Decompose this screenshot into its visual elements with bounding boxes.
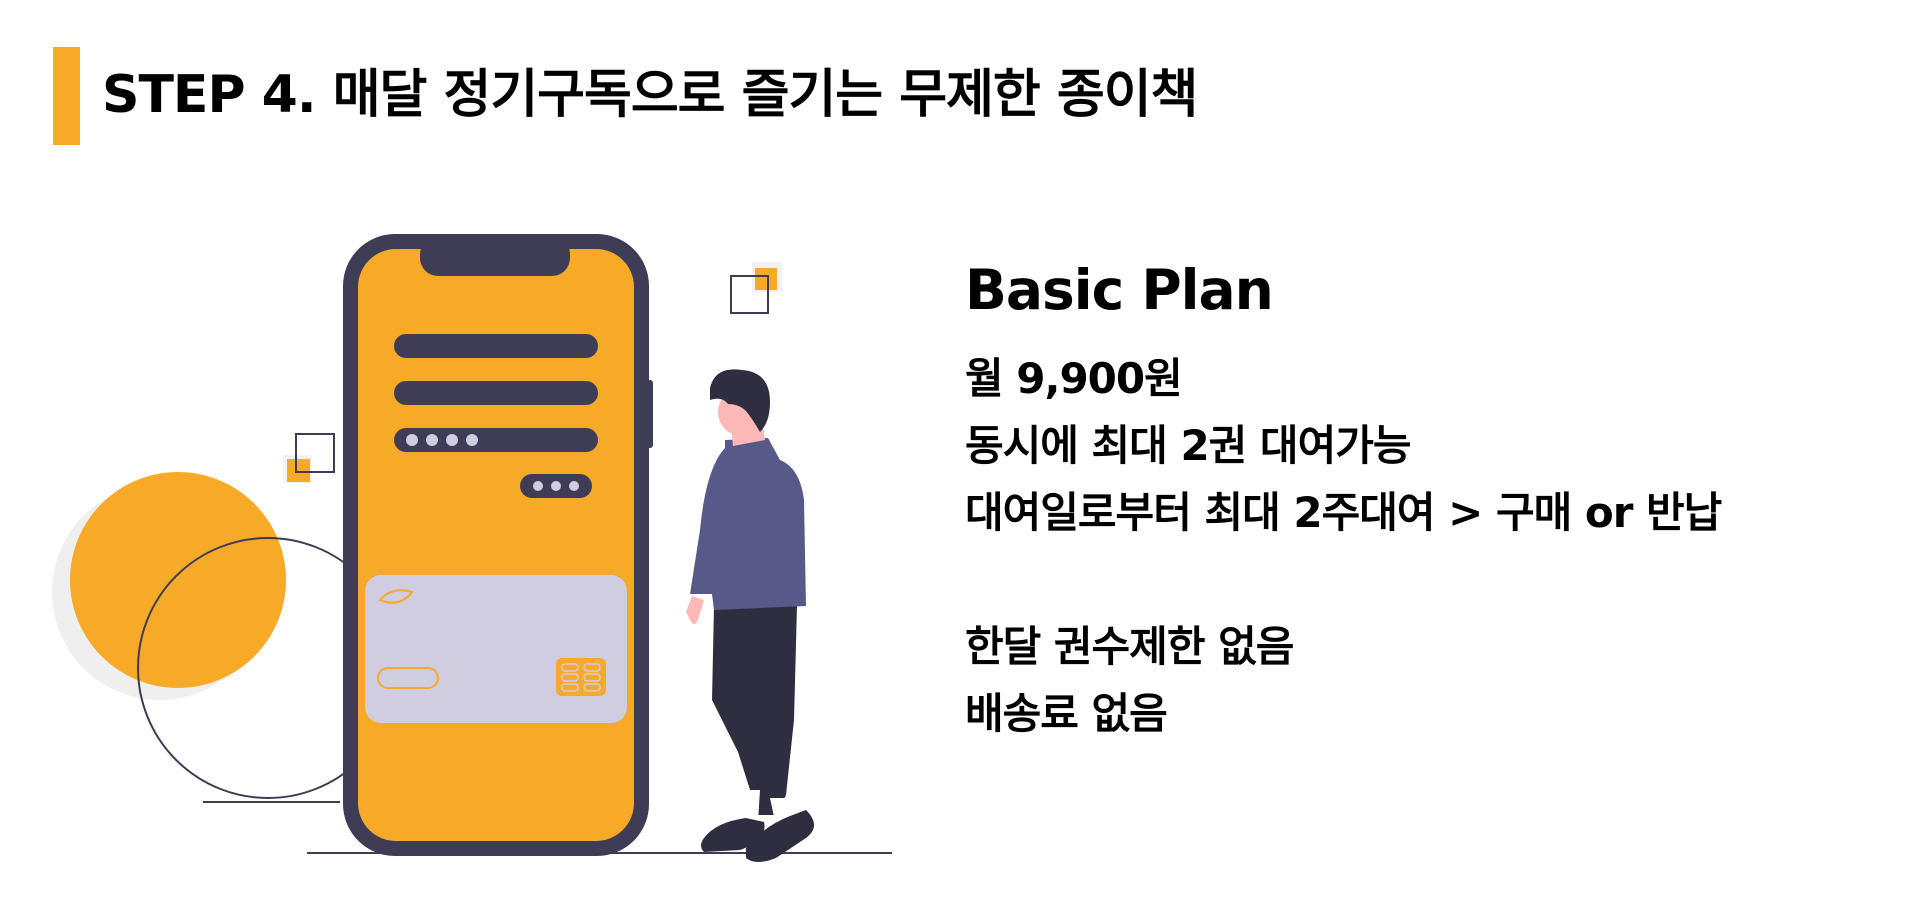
plan-spacer: [965, 546, 1905, 613]
title-accent-bar: [53, 47, 80, 145]
decor-square-outline-right: [730, 275, 769, 314]
plan-features: 월 9,900원 동시에 최대 2권 대여가능 대여일로부터 최대 2주대여 >…: [965, 345, 1905, 747]
plan-price: 월 9,900원: [965, 354, 1183, 403]
plan-free-shipping: 배송료 없음: [965, 689, 1168, 738]
decor-square-orange-right: [755, 268, 777, 290]
credit-card-icon: [365, 575, 627, 723]
person-figure: [686, 369, 814, 862]
plan-concurrent-limit: 동시에 최대 2권 대여가능: [965, 421, 1412, 470]
decor-square-outline-left: [295, 433, 335, 473]
plan-no-book-limit: 한달 권수제한 없음: [965, 622, 1294, 671]
subscription-illustration: [52, 234, 892, 862]
decor-circle-orange: [70, 472, 286, 688]
slide-title: STEP 4. 매달 정기구독으로 즐기는 무제한 종이책: [102, 65, 1198, 125]
plan-name: Basic Plan: [965, 258, 1274, 322]
smartphone-icon: [343, 234, 653, 856]
decor-square-orange-left: [287, 459, 310, 482]
plan-rental-period: 대여일로부터 최대 2주대여 > 구매 or 반납: [965, 488, 1722, 537]
plan-details: Basic Plan 월 9,900원 동시에 최대 2권 대여가능 대여일로부…: [965, 255, 1905, 747]
